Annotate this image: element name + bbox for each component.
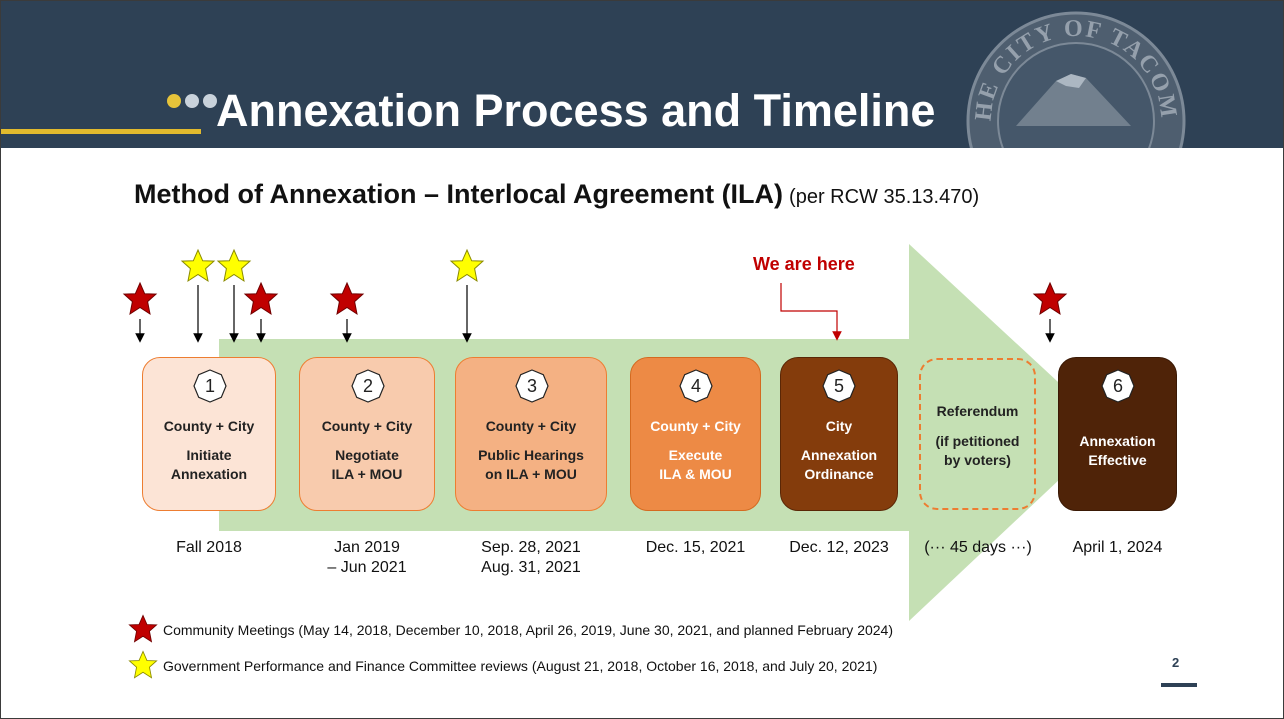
step-action: Public Hearings: [478, 447, 584, 463]
page-number-underline: [1161, 683, 1197, 687]
step-action: Annexation: [800, 447, 878, 463]
date-line: April 1, 2024: [1072, 539, 1163, 556]
step-number: 2: [362, 376, 373, 396]
step-date-6: April 1, 2024: [1058, 538, 1177, 558]
yellow-star-icon: [217, 249, 251, 282]
step-number-badge: 2: [351, 369, 385, 403]
date-line: Dec. 15, 2021: [645, 539, 746, 556]
legend-red-star-icon: [128, 614, 158, 643]
step-number-badge: 3: [515, 369, 549, 403]
step-actor: County + City: [163, 418, 255, 434]
step-action: Annexation: [1079, 433, 1156, 449]
slide-title: Annexation Process and Timeline: [216, 85, 936, 136]
legend-committee-reviews: Government Performance and Finance Commi…: [163, 658, 878, 674]
step-number: 5: [833, 376, 844, 396]
referendum-condition: (if petitioned: [935, 433, 1020, 449]
step-actor: County + City: [485, 418, 577, 434]
gold-dot-icon: [167, 94, 181, 108]
step-number-badge: 4: [679, 369, 713, 403]
we-are-here-label: We are here: [753, 254, 855, 274]
date-line: – Jun 2021: [327, 559, 407, 576]
step-number-badge: 6: [1101, 369, 1135, 403]
date-line: Aug. 31, 2021: [481, 559, 581, 576]
step-date-1: Fall 2018: [142, 538, 276, 558]
referendum-condition-2: by voters): [944, 452, 1011, 468]
step-box-1: 1 County + City Initiate Annexation: [142, 357, 276, 511]
referendum-date: (··· 45 days ···): [913, 538, 1043, 558]
step-object: Annexation: [170, 466, 248, 482]
step-date-2: Jan 2019 – Jun 2021: [299, 538, 435, 578]
legend-yellow-star-icon: [128, 650, 158, 679]
step-actor: County + City: [321, 418, 413, 434]
page-number: 2: [1172, 655, 1180, 670]
step-number: 4: [690, 376, 701, 396]
we-are-here-arrow: [780, 283, 842, 341]
step-box-2: 2 County + City Negotiate ILA + MOU: [299, 357, 435, 511]
light-dot-icon: [185, 94, 199, 108]
date-line: Sep. 28, 2021: [481, 539, 581, 556]
header-banner: Annexation Process and Timeline THE CITY…: [1, 1, 1283, 148]
step-date-5: Dec. 12, 2023: [775, 538, 903, 558]
step-object: ILA & MOU: [659, 466, 732, 482]
step-box-5: 5 City Annexation Ordinance: [780, 357, 898, 511]
step-actor: City: [825, 418, 853, 434]
referendum-box: Referendum (if petitioned by voters): [919, 358, 1036, 510]
city-seal-logo: THE CITY OF TACOMA: [961, 6, 1186, 148]
subtitle-note: (per RCW 35.13.470): [789, 186, 980, 208]
legend-community-meetings: Community Meetings (May 14, 2018, Decemb…: [163, 622, 894, 638]
light-dot-icon: [203, 94, 217, 108]
step-number: 6: [1112, 376, 1123, 396]
step-actor: County + City: [650, 418, 741, 434]
date-line: (··· 45 days ···): [924, 539, 1032, 556]
step-number: 1: [204, 376, 215, 396]
yellow-star-icon: [450, 249, 484, 282]
step-number-badge: 5: [822, 369, 856, 403]
red-star-icon: [244, 282, 278, 315]
date-line: Dec. 12, 2023: [789, 539, 889, 556]
red-star-icon: [1033, 282, 1067, 315]
step-date-3: Sep. 28, 2021 Aug. 31, 2021: [455, 538, 607, 578]
step-box-4: 4 County + City Execute ILA & MOU: [630, 357, 761, 511]
step-object: Effective: [1088, 452, 1147, 468]
referendum-title: Referendum: [936, 403, 1019, 419]
date-line: Jan 2019: [334, 539, 400, 556]
step-date-4: Dec. 15, 2021: [630, 538, 761, 558]
step-box-6: 6 Annexation Effective: [1058, 357, 1177, 511]
gold-accent-bar: [1, 129, 201, 134]
step-box-3: 3 County + City Public Hearings on ILA +…: [455, 357, 607, 511]
step-object: ILA + MOU: [331, 466, 403, 482]
red-star-icon: [330, 282, 364, 315]
step-object: on ILA + MOU: [485, 466, 577, 482]
step-number: 3: [526, 376, 537, 396]
step-action: Negotiate: [335, 447, 399, 463]
step-object: Ordinance: [804, 466, 874, 482]
red-star-icon: [123, 282, 157, 315]
subtitle: Method of Annexation – Interlocal Agreem…: [134, 179, 979, 210]
step-action: Initiate: [186, 447, 232, 463]
step-action: Execute: [668, 447, 723, 463]
subtitle-main: Method of Annexation – Interlocal Agreem…: [134, 179, 784, 209]
date-line: Fall 2018: [176, 539, 242, 556]
step-number-badge: 1: [193, 369, 227, 403]
yellow-star-icon: [181, 249, 215, 282]
